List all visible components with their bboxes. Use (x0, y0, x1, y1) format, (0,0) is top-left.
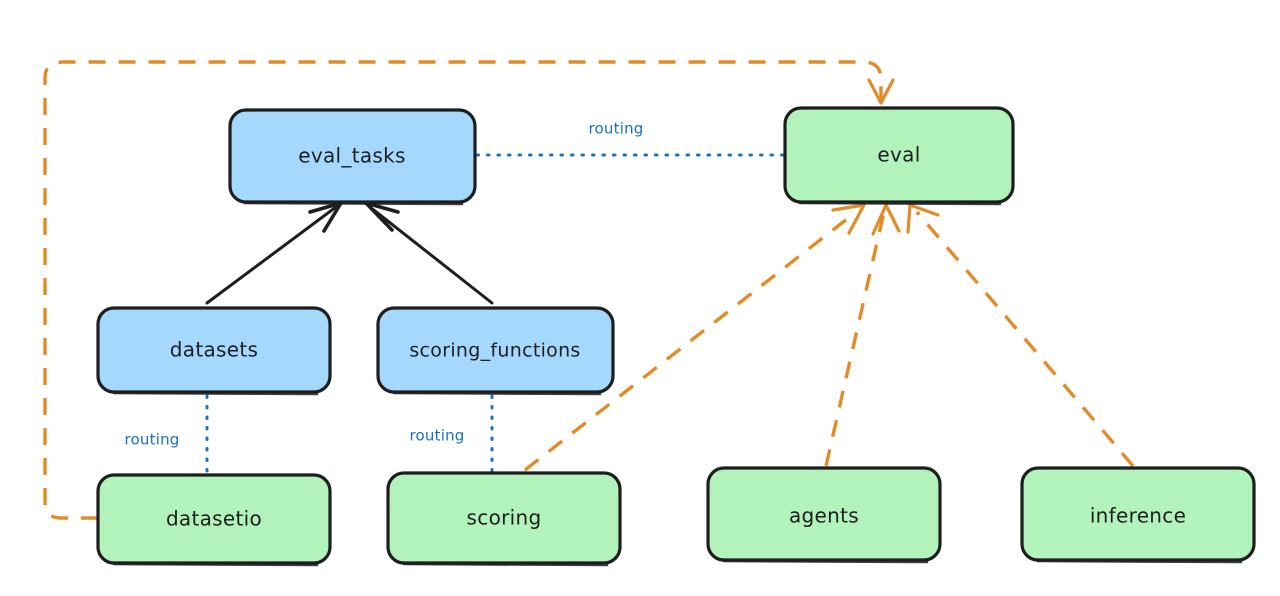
node-layer: eval_tasks eval datasets scoring_functio… (96, 106, 1256, 567)
node-scoring[interactable]: scoring (386, 471, 622, 567)
node-box[interactable] (376, 306, 615, 394)
node-datasetio[interactable]: datasetio (96, 473, 332, 567)
node-box[interactable] (96, 473, 332, 565)
edge-path (824, 211, 886, 467)
node-label: datasetio (166, 507, 262, 531)
arrowhead (906, 203, 940, 234)
node-box[interactable] (386, 471, 622, 565)
node-box[interactable] (783, 106, 1015, 204)
edge-scoring-functions-eval-tasks (364, 201, 494, 305)
edge-label-routing-datasets-datasetio: routing (125, 431, 180, 449)
edge-path (368, 205, 494, 305)
edge-label-layer: routing routing routing (125, 120, 644, 449)
node-datasets[interactable]: datasets (96, 306, 332, 396)
edge-path (523, 210, 858, 472)
node-label: eval (877, 143, 920, 167)
arrowhead (831, 203, 866, 235)
node-label: datasets (170, 338, 258, 362)
node-label: inference (1090, 504, 1186, 528)
edge-inference-eval (906, 203, 1135, 468)
arrowhead (308, 201, 343, 233)
node-box[interactable] (1020, 466, 1256, 562)
node-agents[interactable]: agents (706, 466, 942, 564)
edge-layer (43, 60, 1135, 520)
node-scoring-functions[interactable]: scoring_functions (376, 306, 615, 396)
edge-path (915, 210, 1135, 468)
edge-agents-eval (824, 203, 901, 467)
arrowhead (867, 78, 895, 105)
edge-label-routing-scoring-functions-scoring: routing (410, 427, 465, 445)
edge-datasets-eval-tasks (205, 201, 343, 305)
edge-datasetio-eval (43, 60, 895, 520)
node-label: scoring_functions (409, 340, 580, 362)
edge-path (205, 205, 338, 305)
node-label: eval_tasks (298, 144, 405, 168)
edge-scoring-eval (523, 203, 866, 472)
node-box[interactable] (706, 466, 942, 562)
node-box[interactable] (96, 306, 332, 394)
node-label: scoring (467, 506, 542, 530)
node-label: agents (789, 504, 859, 528)
node-eval-tasks[interactable]: eval_tasks (228, 108, 477, 206)
edge-label-routing-eval-tasks-eval: routing (589, 120, 644, 138)
node-box[interactable] (228, 108, 477, 204)
node-inference[interactable]: inference (1020, 466, 1256, 564)
edge-path (43, 60, 883, 520)
node-eval[interactable]: eval (783, 106, 1015, 206)
arrowhead (871, 203, 901, 236)
